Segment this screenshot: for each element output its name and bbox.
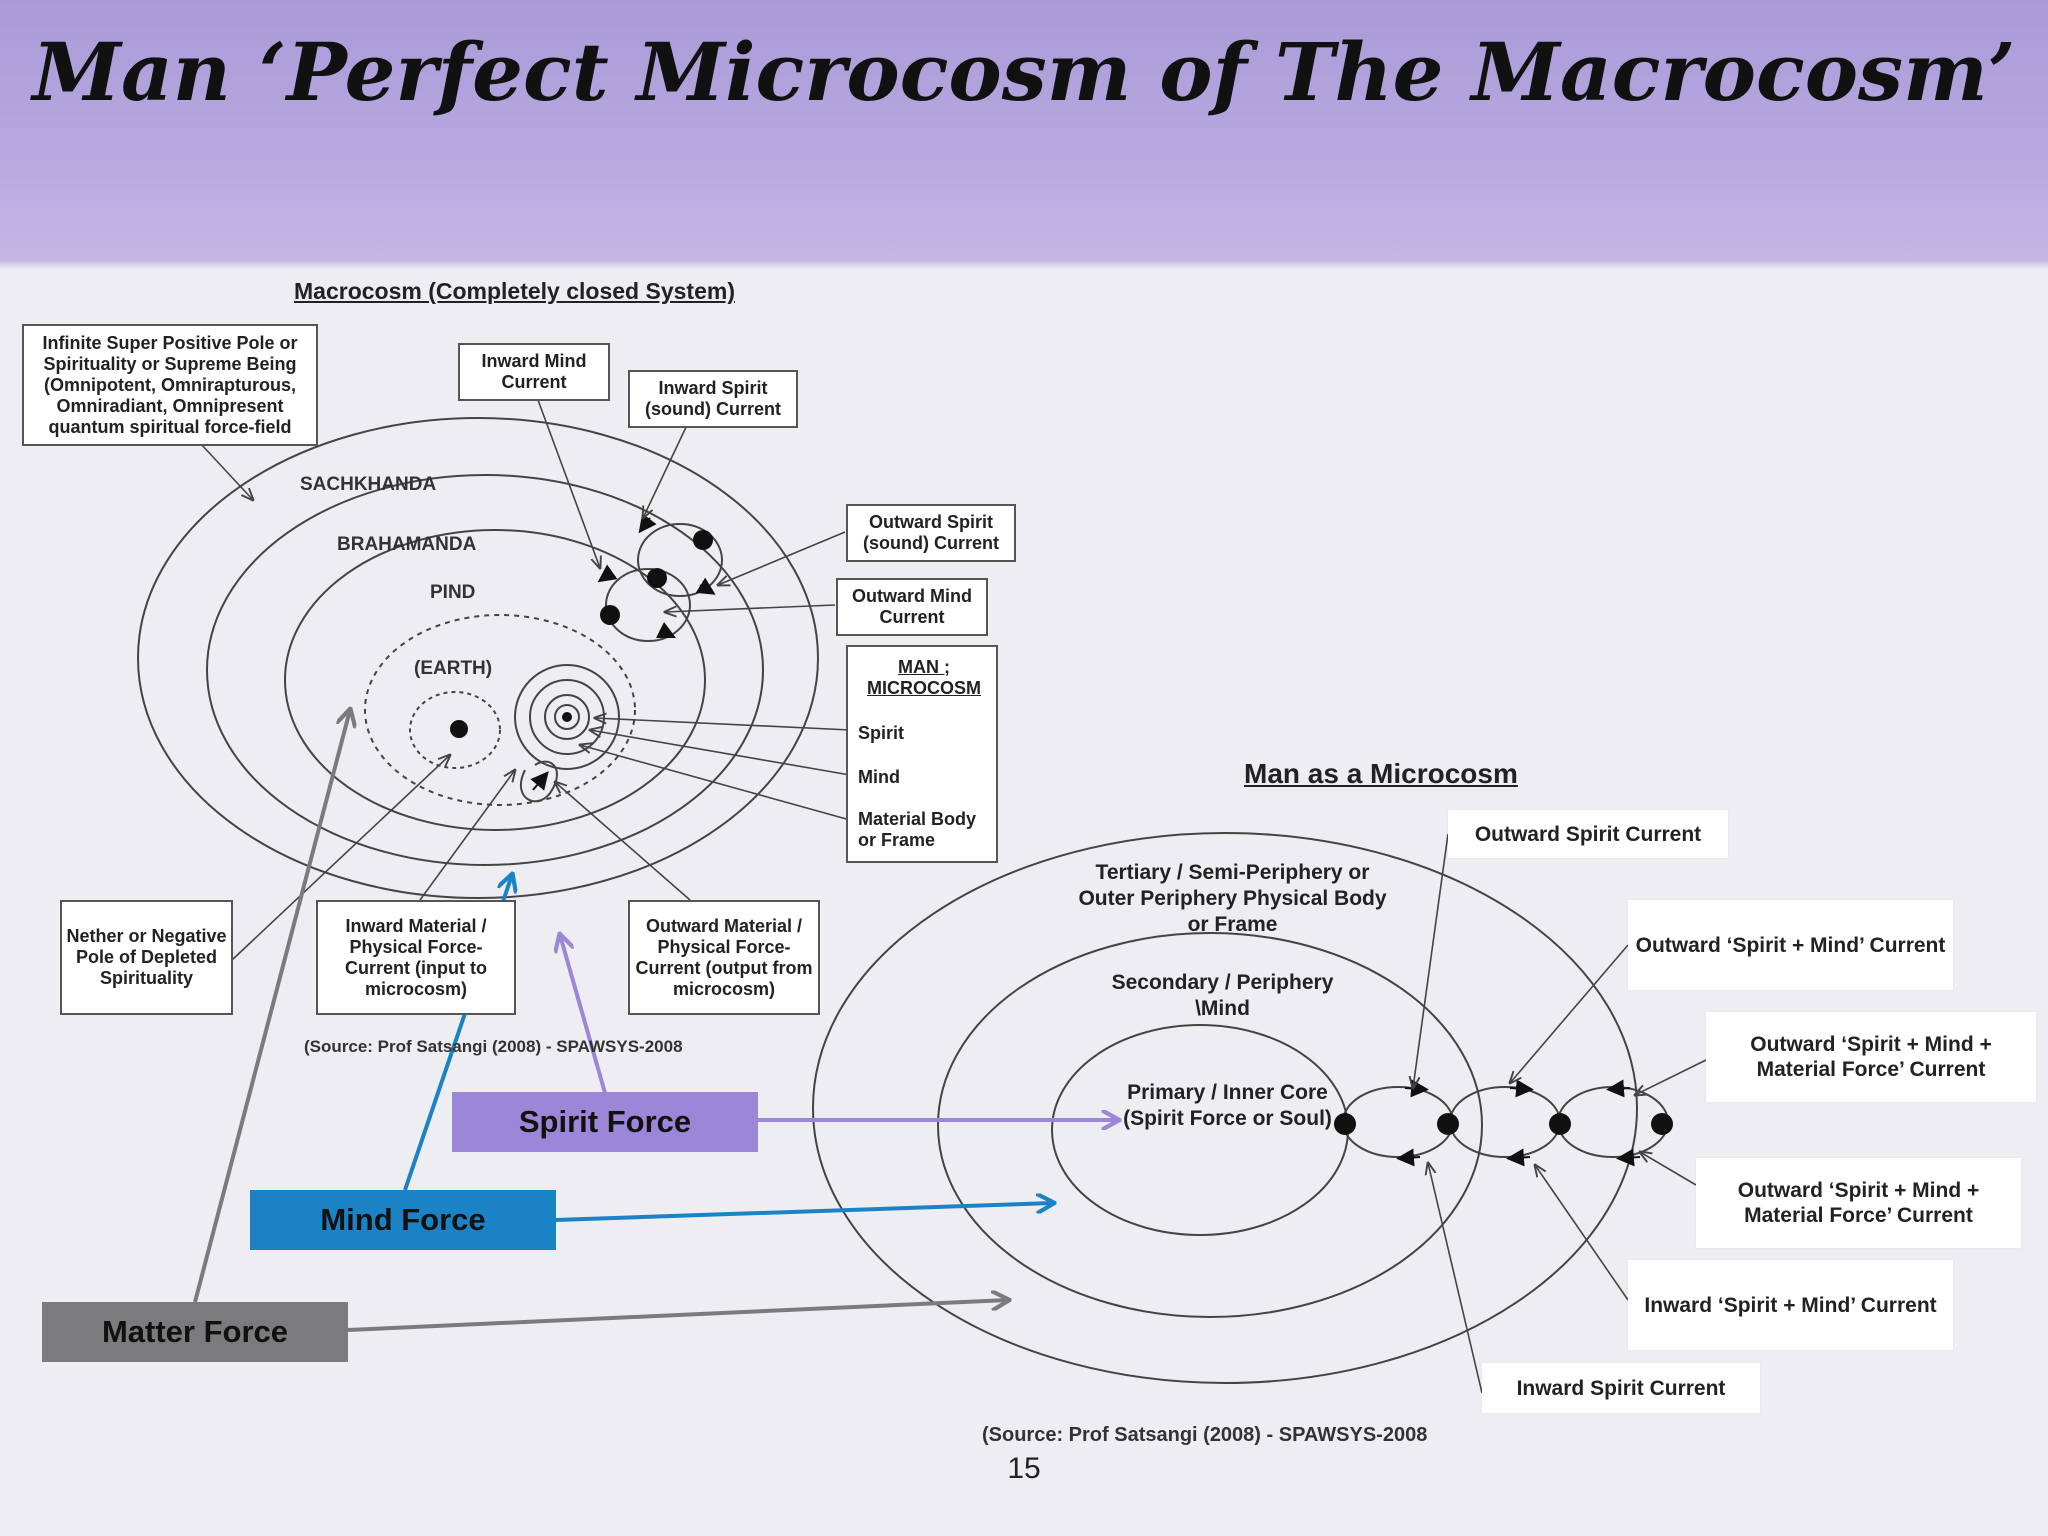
matter-force-arrow-right (347, 1300, 1008, 1332)
man-item-spirit: Spirit (858, 723, 905, 743)
title-band (0, 0, 2048, 270)
slide-title: Man ‘Perfect Microcosm of The Macrocosm’ (32, 25, 2016, 119)
mind-force-label: Mind Force (250, 1190, 556, 1250)
man-core-dot (562, 712, 572, 722)
label-outward-spirit-mind-material-2: Outward ‘Spirit + Mind + Material Force’… (1696, 1158, 2021, 1248)
super-positive-pole-box: Infinite Super Positive Pole or Spiritua… (22, 324, 318, 446)
man-box-title: MAN ; MICROCOSM (867, 657, 981, 698)
upper-loops (605, 523, 723, 642)
outward-mind-current-box: Outward Mind Current (836, 578, 988, 636)
microcosm-heading: Man as a Microcosm (1244, 758, 1518, 789)
label-outward-spirit-current: Outward Spirit Current (1448, 810, 1728, 858)
macrocosm-source: (Source: Prof Satsangi (2008) - SPAWSYS-… (304, 1037, 683, 1056)
micro-pointers (1413, 833, 1707, 1394)
spirit-force-arrow-up (560, 935, 607, 1094)
ring-nether-dashed (409, 691, 501, 769)
zone-secondary: Secondary / Periphery \Mind (1111, 971, 1334, 1020)
label-inward-spirit-current: Inward Spirit Current (1482, 1363, 1760, 1413)
zone-primary: Primary / Inner Core (Spirit Force or So… (1123, 1081, 1332, 1130)
man-microcosm-box: MAN ; MICROCOSM Spirit Mind Material Bod… (846, 645, 998, 863)
ring-label-brahamanda: BRAHAMANDA (337, 534, 477, 555)
outward-material-box: Outward Material / Physical Force-Curren… (628, 900, 820, 1015)
nether-pole-dot (450, 720, 468, 738)
label-inward-spirit-mind: Inward ‘Spirit + Mind’ Current (1628, 1260, 1953, 1350)
spirit-force-label: Spirit Force (452, 1092, 758, 1152)
page-number: 15 (1007, 1452, 1041, 1485)
ring-brahamanda (206, 474, 764, 866)
ring-label-earth: (EARTH) (414, 658, 493, 679)
man-item-material-body: Material Body or Frame (858, 809, 977, 850)
ring-label-sachkhanda: SACHKHANDA (300, 474, 437, 495)
label-outward-spirit-mind: Outward ‘Spirit + Mind’ Current (1628, 900, 1953, 990)
matter-force-label: Matter Force (42, 1302, 348, 1362)
macrocosm-rings (137, 417, 819, 899)
material-loop (519, 760, 558, 803)
inward-material-box: Inward Material / Physical Force-Current… (316, 900, 516, 1015)
man-item-mind: Mind (858, 767, 900, 787)
inward-mind-current-box: Inward Mind Current (458, 343, 610, 401)
outward-spirit-current-box: Outward Spirit (sound) Current (846, 504, 1016, 562)
zone-tertiary: Tertiary / Semi-Periphery or Outer Perip… (1078, 861, 1387, 936)
matter-force-arrow-up (193, 710, 350, 1303)
inward-spirit-current-box: Inward Spirit (sound) Current (628, 370, 798, 428)
micro-loops (1342, 1086, 1669, 1158)
macro-pointers (199, 399, 851, 961)
ring-tertiary (812, 832, 1638, 1384)
ring-pind (284, 529, 706, 831)
ring-earth (364, 614, 636, 806)
nether-pole-box: Nether or Negative Pole of Depleted Spir… (60, 900, 233, 1015)
ring-label-pind: PIND (430, 582, 476, 603)
ring-sachkhanda (137, 417, 819, 899)
mind-force-arrow-right (555, 1203, 1053, 1222)
macrocosm-heading: Macrocosm (Completely closed System) (294, 278, 735, 304)
microcosm-source: (Source: Prof Satsangi (2008) - SPAWSYS-… (982, 1424, 1428, 1446)
ring-secondary (937, 932, 1483, 1318)
force-arrows (193, 710, 1118, 1332)
label-outward-spirit-mind-material-1: Outward ‘Spirit + Mind + Material Force’… (1706, 1012, 2036, 1102)
